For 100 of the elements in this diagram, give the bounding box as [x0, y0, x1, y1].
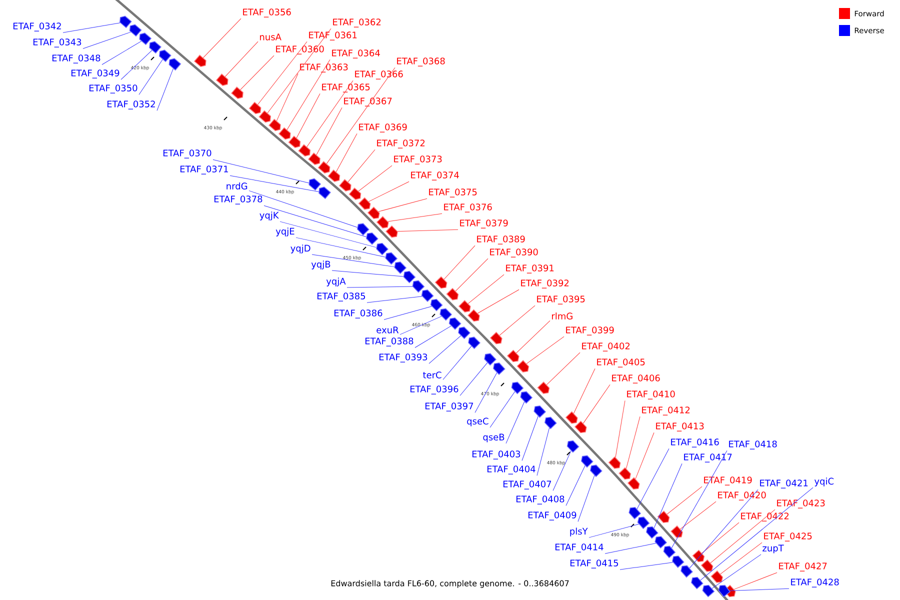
- gene-block: [403, 270, 416, 284]
- leader-line: [358, 165, 392, 192]
- leader-line: [620, 562, 674, 570]
- leader-line: [468, 274, 504, 304]
- leader-line: [248, 190, 358, 228]
- leader-line: [636, 448, 670, 510]
- gene-block: [657, 510, 670, 524]
- gene-block: [394, 262, 407, 274]
- gene-label: plsY: [570, 528, 588, 536]
- leader-line: [62, 22, 120, 33]
- gene-block: [537, 382, 550, 394]
- gene-block: [506, 350, 520, 362]
- leader-line: [490, 391, 516, 428]
- leader-line: [264, 205, 367, 238]
- gene-label: ETAF_0342: [13, 22, 61, 32]
- gene-label: ETAF_0366: [355, 70, 403, 80]
- gene-block: [468, 336, 480, 350]
- leader-line: [138, 59, 163, 95]
- gene-label: yqjA: [326, 278, 346, 286]
- gene-block: [458, 326, 470, 340]
- gene-block: [484, 353, 496, 366]
- leader-line: [316, 107, 342, 156]
- gene-label: ETAF_0403: [472, 450, 520, 460]
- gene-label: ETAF_0414: [555, 544, 604, 552]
- gene-label: ETAF_0364: [332, 50, 380, 58]
- gene-label: ETAF_0379: [460, 220, 508, 228]
- gene-block: [618, 467, 632, 480]
- leader-line: [499, 305, 536, 336]
- leader-line: [378, 198, 428, 212]
- gene-block: [468, 309, 480, 322]
- gene-block: [430, 298, 443, 312]
- gene-label: ETAF_0386: [334, 310, 382, 318]
- leader-line: [671, 450, 728, 548]
- gene-label: ETAF_0369: [359, 124, 407, 132]
- gene-label: ETAF_0417: [684, 454, 732, 462]
- gene-label: terC: [423, 372, 442, 378]
- leader-line: [516, 320, 550, 354]
- leader-line: [680, 501, 716, 530]
- gene-block: [580, 455, 594, 468]
- gene-label: ETAF_0368: [397, 58, 445, 66]
- leader-line: [478, 289, 520, 314]
- gene-block: [358, 197, 371, 210]
- gene-label: ETAF_0428: [791, 578, 839, 588]
- gene-block: [356, 223, 370, 236]
- gene-label: ETAF_0415: [570, 560, 618, 568]
- gene-label: ETAF_0427: [779, 562, 827, 572]
- leader-line: [730, 588, 790, 592]
- gene-block: [654, 536, 668, 548]
- gene-block: [520, 391, 533, 404]
- gene-label: yqjE: [276, 228, 294, 236]
- leader-line: [400, 316, 442, 335]
- gene-block: [308, 152, 320, 165]
- gene-label: ETAF_0367: [344, 98, 392, 106]
- gene-label: ETAF_0385: [317, 292, 366, 302]
- leader-line: [224, 41, 258, 77]
- leader-line: [267, 28, 332, 114]
- leader-line: [626, 416, 640, 469]
- gene-block: [318, 186, 331, 200]
- gene-block: [386, 225, 398, 238]
- gene-label: nusA: [260, 34, 282, 40]
- leader-line: [296, 93, 320, 138]
- gene-block: [328, 170, 340, 182]
- leader-line: [306, 80, 354, 148]
- gene-block: [646, 526, 658, 539]
- gene-label: nrdG: [226, 182, 248, 190]
- gene-block: [566, 440, 580, 453]
- gene-block: [421, 290, 434, 302]
- gene-block: [544, 416, 557, 430]
- gene-block: [119, 16, 132, 28]
- leader-line: [583, 384, 610, 424]
- gene-block: [258, 110, 272, 123]
- leader-line: [526, 336, 564, 364]
- gene-block: [692, 550, 705, 562]
- gene-label: ETAF_0361: [309, 32, 357, 40]
- gene-block: [216, 74, 228, 86]
- leader-line: [312, 254, 395, 268]
- gene-block: [590, 464, 602, 478]
- gene-block: [628, 506, 642, 520]
- leader-line: [615, 400, 626, 458]
- gene-label: ETAF_0418: [729, 440, 777, 450]
- gene-block: [434, 276, 448, 289]
- gene-block: [158, 50, 172, 62]
- gene-block: [680, 565, 693, 578]
- leader-line: [710, 509, 776, 564]
- gene-block: [149, 41, 162, 54]
- gene-block: [248, 102, 262, 114]
- gene-label: ETAF_0390: [490, 248, 538, 258]
- gene-label: ETAF_0372: [377, 140, 425, 148]
- leader-line: [604, 542, 656, 554]
- leader-line: [240, 55, 274, 90]
- gene-block: [565, 411, 578, 424]
- leader-line: [578, 475, 595, 522]
- leader-line: [474, 372, 498, 413]
- gene-block: [129, 24, 142, 37]
- gene-label: ETAF_0375: [429, 188, 477, 198]
- gene-block: [376, 216, 389, 228]
- leader-line: [384, 306, 432, 320]
- gene-label: ETAF_0416: [671, 438, 719, 448]
- gene-label: ETAF_0412: [642, 406, 690, 416]
- gene-label: ETAF_0419: [704, 476, 752, 486]
